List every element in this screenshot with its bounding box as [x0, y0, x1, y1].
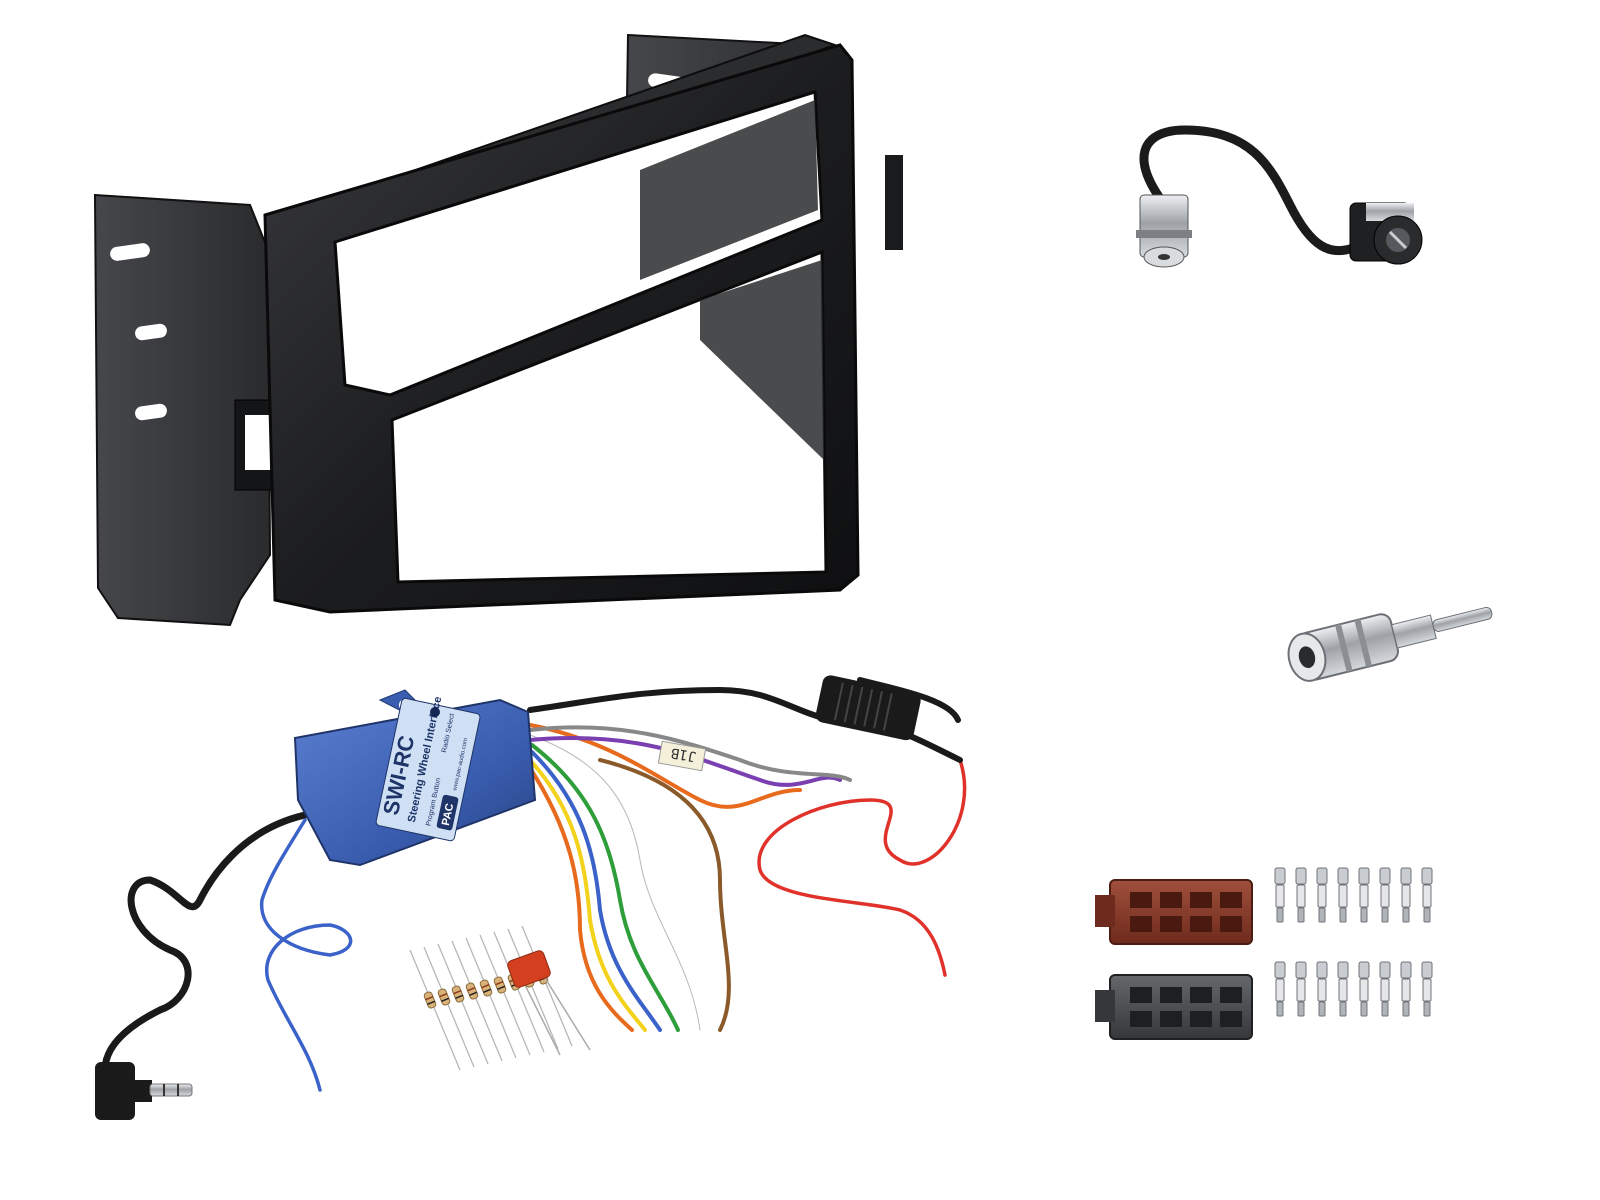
terminal-row-bottom [1274, 961, 1433, 1017]
bracket-slot [135, 403, 167, 421]
crimp-terminal [1274, 867, 1286, 923]
crimp-terminal [1295, 961, 1307, 1017]
fascia-left-bracket [93, 193, 272, 627]
crimp-terminal [1316, 867, 1328, 923]
crimp-terminal [1295, 867, 1307, 923]
resistor [451, 940, 503, 1062]
harness-tag [657, 740, 707, 772]
harness-tag-text: J1B [670, 744, 698, 764]
bracket-slot [110, 243, 150, 261]
crimp-terminal [1400, 961, 1412, 1017]
crimp-terminals [1274, 867, 1433, 1017]
resistor [479, 934, 531, 1056]
dash-kit-fascia [93, 33, 903, 627]
blue-yellow-wire [260, 818, 353, 1092]
interface-wire-harness: J1B [101, 677, 967, 1092]
crimp-terminal [1379, 961, 1391, 1017]
module-brand: PAC [440, 802, 456, 826]
antenna-cable [1139, 125, 1365, 256]
iso-gray-body [1109, 974, 1253, 1040]
adapter-pin [1432, 606, 1493, 632]
crimp-terminal [1274, 961, 1286, 1017]
crimp-terminal [1421, 867, 1433, 923]
terminal-row-top [1274, 867, 1433, 923]
crimp-terminal [1316, 961, 1328, 1017]
crimp-terminal [1358, 867, 1370, 923]
resistor-set [409, 925, 573, 1071]
crimp-terminal [1400, 867, 1412, 923]
inline-fuse-holder [815, 675, 921, 741]
iso-connector-speaker [1095, 974, 1253, 1040]
module-led [430, 707, 440, 717]
resistor [437, 943, 489, 1065]
swi-rc-module: SWI-RC Steering Wheel Interface Program … [293, 689, 537, 867]
jack-tip [149, 1083, 193, 1097]
crimp-terminal [1379, 867, 1391, 923]
resistor [409, 949, 461, 1071]
red-power-wire [757, 758, 967, 977]
resistor [423, 946, 475, 1068]
antenna-iso-din-adapter [1287, 606, 1493, 682]
crimp-terminal [1358, 961, 1370, 1017]
resistor [465, 937, 517, 1059]
crimp-terminal [1337, 867, 1349, 923]
capacitor [507, 950, 591, 1056]
iso-brown-body [1109, 879, 1253, 945]
jack-plug-body [95, 1062, 135, 1120]
bracket-slot [135, 323, 167, 341]
iso-connector-power [1095, 879, 1253, 945]
antenna-adapter-cable [1136, 125, 1423, 268]
fascia-clip-tab [885, 155, 903, 250]
capacitor-body [507, 950, 551, 988]
audio-jack-plug [95, 1062, 193, 1120]
crimp-terminal [1337, 961, 1349, 1017]
jack-cable [101, 811, 309, 1074]
crimp-terminal [1421, 961, 1433, 1017]
